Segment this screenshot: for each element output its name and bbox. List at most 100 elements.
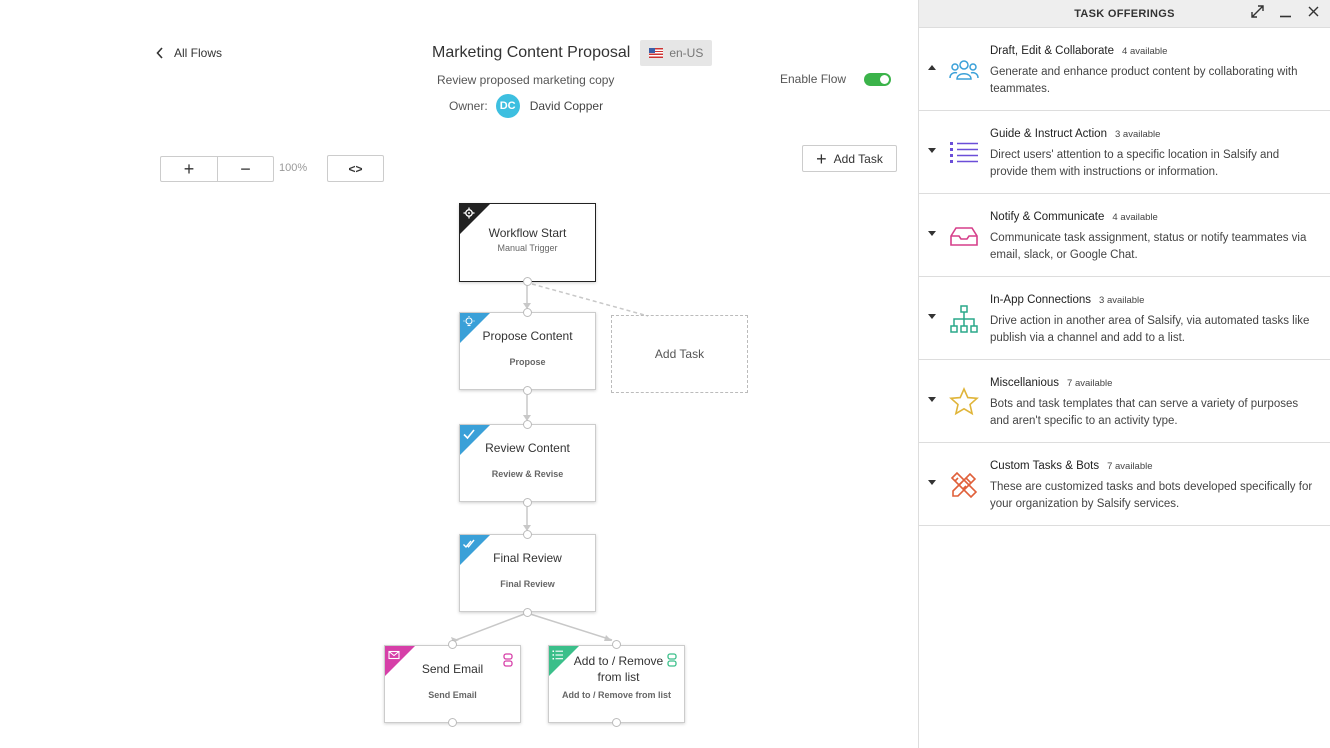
node-corner-blue [460, 535, 490, 565]
connector-point[interactable] [448, 718, 457, 727]
connector-point[interactable] [523, 420, 532, 429]
connector-point[interactable] [523, 530, 532, 539]
plus-icon: + [816, 148, 827, 169]
minimize-icon[interactable] [1278, 4, 1292, 18]
connector-point[interactable] [523, 498, 532, 507]
zoom-in-button[interactable]: + [183, 158, 195, 179]
connector-point[interactable] [523, 608, 532, 617]
flow-title[interactable]: Marketing Content Proposal [432, 44, 631, 61]
connector-point[interactable] [448, 640, 457, 649]
connector-point[interactable] [612, 718, 621, 727]
offering-description: Direct users' attention to a specific lo… [990, 149, 1280, 178]
panel-controls [1250, 4, 1320, 18]
expand-caret-icon[interactable] [928, 314, 936, 319]
node-title: Final Review [493, 551, 562, 565]
offering-count: 3 available [1099, 295, 1145, 306]
inbox-icon [950, 227, 978, 246]
expand-caret-icon[interactable] [928, 148, 936, 153]
expand-caret-icon[interactable] [928, 231, 936, 236]
owner-row: Owner: DC David Copper [449, 94, 603, 118]
tools-icon [950, 471, 978, 499]
enable-flow-toggle[interactable] [864, 72, 892, 86]
connector-point[interactable] [612, 640, 621, 649]
node-corner-blue [460, 313, 490, 343]
expand-caret-icon[interactable] [928, 397, 936, 402]
node-review-content[interactable]: Review Content Review & Revise [459, 424, 596, 502]
offering-count: 4 available [1122, 46, 1168, 57]
offering-count: 7 available [1067, 378, 1113, 389]
code-view-button[interactable]: <> [327, 155, 384, 182]
zoom-out-button[interactable]: − [217, 157, 273, 181]
star-icon [949, 387, 979, 416]
node-title: Send Email [421, 662, 484, 676]
close-icon[interactable] [1306, 4, 1320, 18]
locale-label: en-US [669, 46, 704, 60]
owner-label: Owner: [449, 99, 488, 113]
node-corner-start [460, 204, 490, 234]
collapse-caret-icon[interactable] [928, 65, 936, 70]
add-task-label: Add Task [833, 151, 883, 166]
panel-title: TASK OFFERINGS [1074, 7, 1175, 20]
connector-point[interactable] [523, 386, 532, 395]
owner-avatar[interactable]: DC [495, 94, 520, 118]
node-subtitle: Send Email [428, 690, 477, 700]
double-check-icon [463, 539, 475, 549]
offering-count: 7 available [1107, 461, 1153, 472]
expand-icon[interactable] [1250, 4, 1264, 18]
list-icon [552, 650, 563, 660]
offering-name: In-App Connections [990, 294, 1092, 306]
all-flows-label: All Flows [174, 46, 223, 60]
expand-caret-icon[interactable] [928, 480, 936, 485]
node-send-email[interactable]: Send Email Send Email [384, 645, 521, 723]
locale-badge[interactable]: en-US [640, 40, 713, 66]
all-flows-link[interactable]: All Flows [156, 46, 222, 60]
offering-in-app-connections[interactable]: In-App Connections 3 available Drive acti… [919, 277, 1330, 360]
connector-point[interactable] [523, 277, 532, 286]
node-title: Add to / Remove from list [573, 654, 664, 684]
people-icon [949, 60, 979, 80]
node-propose-content[interactable]: Propose Content Propose [459, 312, 596, 390]
offering-guide-instruct[interactable]: Guide & Instruct Action 3 available Direc… [919, 111, 1330, 194]
enable-flow-label: Enable Flow [780, 72, 847, 86]
flow-title-row: Marketing Content Proposal en-US [432, 40, 713, 66]
node-title: Workflow Start [488, 226, 567, 240]
node-subtitle: Propose [509, 357, 546, 367]
node-subtitle: Manual Trigger [497, 243, 558, 253]
envelope-icon [388, 650, 400, 660]
panel-header: TASK OFFERINGS [919, 0, 1330, 28]
lightbulb-icon [463, 316, 475, 327]
offering-description: Drive action in another area of Salsify,… [990, 315, 1310, 344]
add-task-button[interactable]: + Add Task [802, 145, 897, 172]
connector-point[interactable] [523, 308, 532, 317]
gear-icon [463, 207, 475, 219]
enable-flow-row: Enable Flow [780, 72, 892, 86]
add-task-placeholder[interactable]: Add Task [611, 315, 748, 393]
offering-name: Guide & Instruct Action [990, 128, 1107, 140]
zoom-level: 100% [279, 162, 308, 174]
node-workflow-start[interactable]: Workflow Start Manual Trigger [459, 203, 596, 282]
offering-description: These are customized tasks and bots deve… [990, 481, 1313, 510]
owner-name[interactable]: David Copper [529, 99, 604, 113]
node-subtitle: Add to / Remove from list [561, 690, 671, 700]
flow-subtitle[interactable]: Review proposed marketing copy [437, 73, 615, 87]
node-final-review[interactable]: Final Review Final Review [459, 534, 596, 612]
node-title: Propose Content [482, 329, 573, 343]
node-add-remove-list[interactable]: Add to / Remove from list Add to / Remov… [548, 645, 685, 723]
us-flag-icon [649, 48, 664, 58]
zoom-controls: + − [160, 156, 274, 182]
bot-icon [503, 653, 513, 667]
bot-icon [667, 653, 677, 667]
offering-count: 3 available [1114, 129, 1161, 140]
offering-heading: Guide & Instruct Action 3 available [990, 128, 1160, 140]
list-icon [950, 142, 978, 163]
node-corner-blue [460, 425, 490, 455]
offering-name: Miscellanious [990, 377, 1060, 389]
task-offerings-panel: TASK OFFERINGS Draft, Edit & Collaborate… [918, 0, 1330, 748]
